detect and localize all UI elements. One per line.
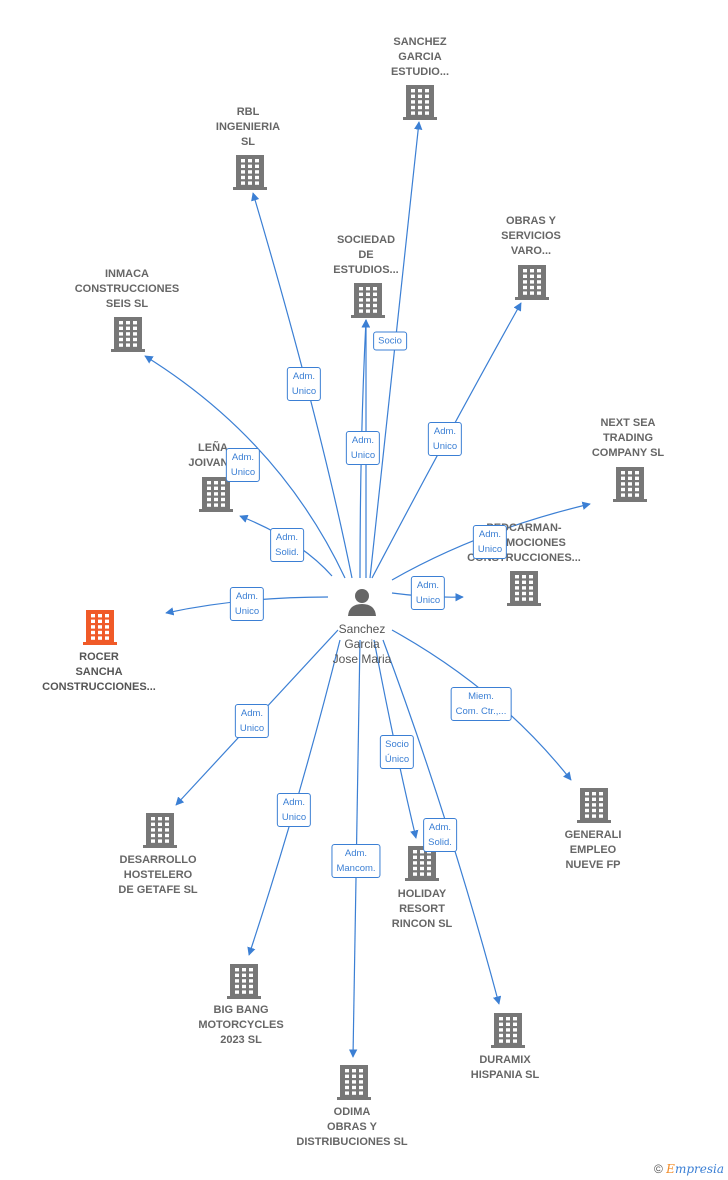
edge-to-inmaca-construcciones (144, 355, 346, 579)
building-icon-odima-obras[interactable] (337, 1065, 371, 1100)
building-icon-inmaca-construcciones[interactable] (111, 317, 145, 352)
company-label-sanchez-garcia-estudio[interactable]: SANCHEZ GARCIA ESTUDIO... (390, 36, 450, 78)
company-label-rocer-sancha[interactable]: ROCER SANCHA CONSTRUCCIONES... (42, 651, 156, 693)
building-icon-next-sea-trading[interactable] (613, 467, 647, 502)
building-icon-obras-y-servicios-varo[interactable] (515, 265, 549, 300)
role-badge-big-bang-motorcycles[interactable]: Adm. Unico (276, 793, 312, 827)
copyright-symbol: © (653, 1162, 663, 1176)
building-icon-rocer-sancha[interactable] (83, 610, 117, 645)
building-icon-big-bang-motorcycles[interactable] (227, 964, 261, 999)
building-icon-sociedad-de-estudios[interactable] (351, 283, 385, 318)
building-icon-duramix-hispania[interactable] (491, 1013, 525, 1048)
role-badge-duramix-hispania[interactable]: Adm. Solid. (423, 818, 457, 852)
role-badge-odima-obras[interactable]: Adm. Mancom. (331, 844, 381, 878)
building-icon-sanchez-garcia-estudio[interactable] (403, 85, 437, 120)
company-label-next-sea-trading[interactable]: NEXT SEA TRADING COMPANY SL (591, 417, 665, 459)
role-badge-rbl-ingenieria[interactable]: Adm. Unico (286, 367, 322, 401)
role-badge-rocer-sancha[interactable]: Adm. Unico (229, 587, 265, 621)
company-label-generali-empleo[interactable]: GENERALI EMPLEO NUEVE FP (564, 829, 622, 871)
role-badge-sociedad-de-estudios[interactable]: Socio (373, 331, 407, 351)
role-badge-next-sea-trading[interactable]: Adm. Unico (472, 525, 508, 559)
company-label-rbl-ingenieria[interactable]: RBL INGENIERIA SL (215, 106, 281, 148)
empresia-logo[interactable]: Empresia (666, 1162, 724, 1176)
edge-to-rbl-ingenieria (251, 192, 353, 579)
footer-brand: © Empresia (654, 1162, 724, 1176)
building-icon-rbl-ingenieria[interactable] (233, 155, 267, 190)
company-label-sociedad-de-estudios[interactable]: SOCIEDAD DE ESTUDIOS... (333, 234, 399, 276)
role-badge-lena-joivan[interactable]: Adm. Solid. (270, 528, 304, 562)
company-label-lena-joivan[interactable]: LEÑA JOIVAN... (188, 442, 238, 469)
company-label-odima-obras[interactable]: ODIMA OBRAS Y DISTRIBUCIONES SL (296, 1106, 408, 1148)
role-badge-pedcarman-promociones[interactable]: Adm. Unico (410, 576, 446, 610)
role-badge-obras-y-servicios-varo[interactable]: Adm. Unico (427, 422, 463, 456)
role-badge-desarrollo-hostelero[interactable]: Adm. Unico (234, 704, 270, 738)
company-label-big-bang-motorcycles[interactable]: BIG BANG MOTORCYCLES 2023 SL (198, 1004, 284, 1046)
role-badge-sociedad-de-estudios[interactable]: Adm. Unico (345, 431, 381, 465)
company-label-inmaca-construcciones[interactable]: INMACA CONSTRUCCIONES SEIS SL (74, 268, 180, 310)
company-label-holiday-resort[interactable]: HOLIDAY RESORT RINCON SL (391, 888, 453, 930)
role-badge-generali-empleo[interactable]: Miem. Com. Ctr.,... (450, 687, 512, 721)
person-icon[interactable] (348, 589, 376, 616)
building-icon-generali-empleo[interactable] (577, 788, 611, 823)
role-badge-holiday-resort[interactable]: Socio Único (379, 735, 415, 769)
company-label-obras-y-servicios-varo[interactable]: OBRAS Y SERVICIOS VARO... (501, 215, 561, 257)
building-icon-desarrollo-hostelero[interactable] (143, 813, 177, 848)
building-icon-pedcarman-promociones[interactable] (507, 571, 541, 606)
building-icon-lena-joivan[interactable] (199, 477, 233, 512)
person-label[interactable]: Sanchez Garcia Jose Maria (332, 622, 392, 666)
company-label-duramix-hispania[interactable]: DURAMIX HISPANIA SL (470, 1054, 540, 1081)
company-label-desarrollo-hostelero[interactable]: DESARROLLO HOSTELERO DE GETAFE SL (118, 854, 198, 896)
role-badge-inmaca-construcciones[interactable]: Adm. Unico (225, 448, 261, 482)
